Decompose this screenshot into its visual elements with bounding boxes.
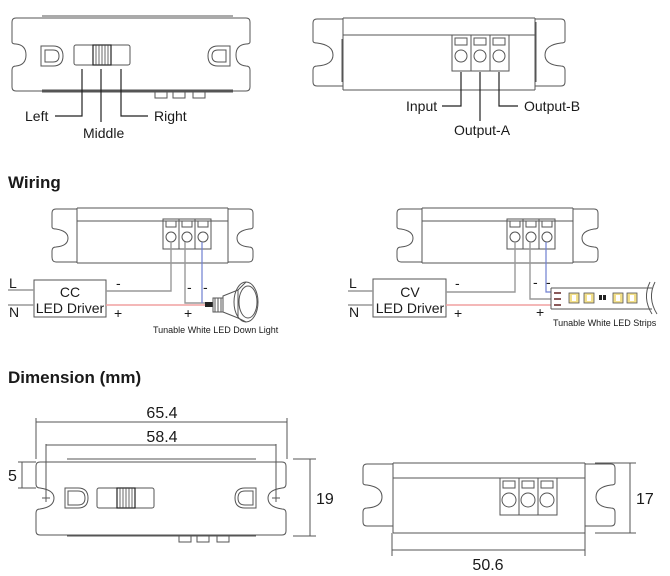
cc-line-label: L [9, 275, 17, 291]
cc-wire-output-a [184, 242, 205, 304]
leader-left [55, 69, 83, 117]
mounting-slot-left [40, 45, 64, 67]
dim-height-side-view: 17 [636, 491, 654, 508]
dimension-side-view: 17 50.6 [362, 462, 654, 574]
dim-switch-knob [116, 487, 136, 509]
cv-wire-output-b [545, 242, 551, 293]
cv-minus-b: - [546, 274, 551, 290]
side-view-terminal-diagram: Input Output-A Output-B [312, 17, 580, 138]
cc-minus-driver: - [116, 275, 121, 291]
cv-plus-driver: + [454, 305, 462, 321]
label-output-a: Output-A [454, 122, 511, 138]
cv-minus-a: - [533, 274, 538, 290]
terminal-input[interactable] [454, 49, 468, 63]
dimension-heading: Dimension (mm) [8, 368, 142, 387]
dim-width-top-view: 19 [316, 491, 334, 508]
led-strip-icon [550, 281, 658, 315]
cv-minus-driver: - [455, 275, 460, 291]
dim-hole-spacing: 58.4 [146, 429, 177, 446]
wiring-cc-diagram: CC LED Driver L N - + - - + Tunable Whit… [8, 207, 279, 335]
cc-driver-box [33, 279, 107, 318]
dim-overall-length: 65.4 [146, 405, 177, 422]
terminal-output-b[interactable] [492, 49, 506, 63]
cc-wire-negative-input [106, 242, 172, 292]
cv-load-caption: Tunable White LED Strips [553, 318, 657, 328]
cv-driver-type: CV [400, 284, 420, 300]
switch-knob[interactable] [92, 44, 112, 66]
cc-minus-b: - [203, 279, 208, 295]
label-input: Input [406, 98, 437, 114]
cc-plus-driver: + [114, 305, 122, 321]
cc-neutral-label: N [9, 304, 19, 320]
cv-wire-output-a [529, 242, 551, 300]
label-output-b: Output-B [524, 98, 580, 114]
device-body-outline [11, 17, 251, 92]
cc-load-caption: Tunable White LED Down Light [153, 325, 279, 335]
terminal-output-a[interactable] [473, 49, 487, 63]
leader-right [120, 69, 148, 117]
cc-driver-type: CC [60, 284, 80, 300]
cv-driver-label: LED Driver [376, 300, 445, 316]
top-view-switch-diagram: Left Middle Right [11, 15, 251, 141]
cv-driver-box [372, 278, 447, 318]
cv-wire-negative-input [446, 242, 516, 293]
cc-plus-load: + [184, 305, 192, 321]
mounting-slot-right [207, 45, 231, 67]
cv-plus-load: + [536, 304, 544, 320]
dimension-top-view: 65.4 58.4 5 19 [8, 405, 334, 543]
cv-line-label: L [349, 275, 357, 291]
label-middle: Middle [83, 125, 124, 141]
dim-hole-offset: 5 [8, 468, 17, 485]
wiring-cv-diagram: CV LED Driver L N - + - - + [348, 207, 658, 328]
cc-minus-a: - [187, 279, 192, 295]
dim-body-length: 50.6 [472, 557, 503, 574]
cv-neutral-label: N [349, 304, 359, 320]
cc-driver-label: LED Driver [36, 300, 105, 316]
label-right: Right [154, 108, 187, 124]
wiring-heading: Wiring [8, 173, 61, 192]
downlight-icon [205, 281, 259, 323]
label-left: Left [25, 108, 48, 124]
terminal-block [451, 34, 510, 72]
